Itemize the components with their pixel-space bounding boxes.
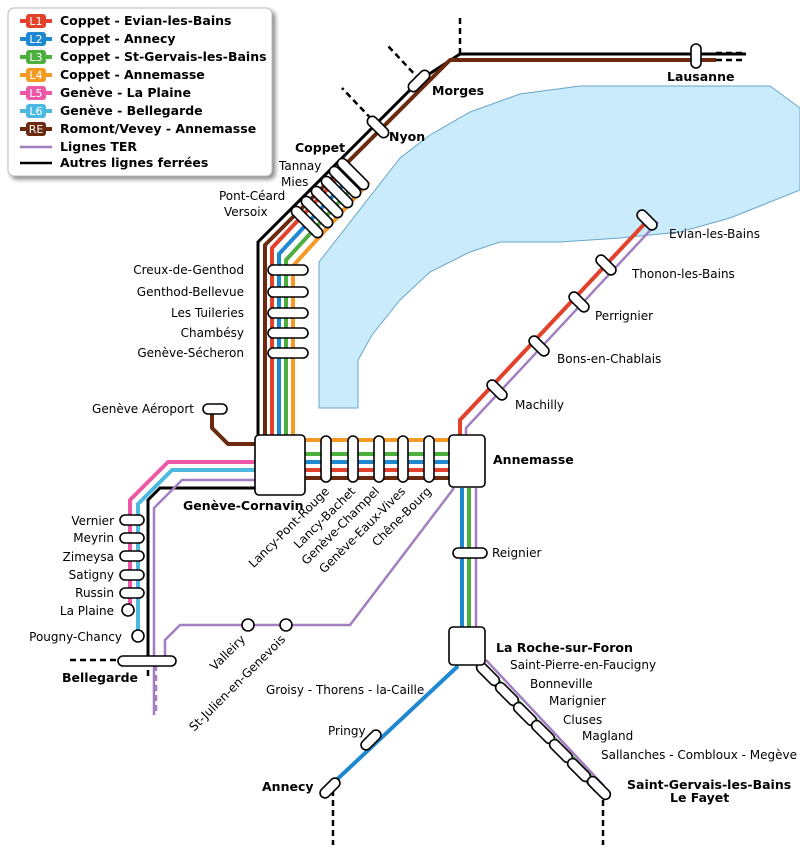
label-pougny: Pougny-Chancy	[29, 630, 122, 644]
svg-text:L1: L1	[29, 15, 42, 28]
svg-text:Coppet - Evian-les-Bains: Coppet - Evian-les-Bains	[60, 13, 231, 28]
label-chambesy: Chambésy	[181, 326, 244, 340]
legend-badge-re	[26, 122, 46, 136]
label-bonneville: Bonneville	[530, 677, 593, 691]
label-machilly: Machilly	[515, 398, 564, 412]
hub-cornavin	[254, 434, 306, 496]
label-secheron: Genève-Sécheron	[137, 346, 244, 360]
lake-geneva	[318, 85, 800, 409]
svg-text:Lignes TER: Lignes TER	[60, 139, 137, 154]
svg-text:L6: L6	[29, 105, 42, 118]
label-lausanne: Lausanne	[667, 69, 734, 84]
svg-text:Genève - La Plaine: Genève - La Plaine	[60, 85, 191, 100]
svg-text:Autres lignes ferrées: Autres lignes ferrées	[60, 155, 208, 170]
legend-box	[7, 7, 273, 177]
label-reignier: Reignier	[492, 546, 541, 560]
label-genthod: Genthod-Bellevue	[137, 285, 244, 299]
label-st-pierre: Saint-Pierre-en-Faucigny	[510, 658, 656, 672]
label-morges: Morges	[432, 83, 484, 98]
svg-text:Coppet - Annemasse: Coppet - Annemasse	[60, 67, 205, 82]
legend-badge-l6	[26, 104, 46, 118]
legend: L1 Coppet - Evian-les-Bains L2 Coppet - …	[7, 7, 273, 177]
svg-text:L4: L4	[29, 69, 42, 82]
legend-badge-l5	[26, 86, 46, 100]
svg-text:L3: L3	[29, 51, 42, 64]
label-pont-ceard: Pont-Céard	[219, 189, 285, 203]
label-zimeysa: Zimeysa	[63, 550, 114, 564]
legend-item-l3: L3 Coppet - St-Gervais-les-Bains	[20, 49, 267, 64]
legend-item-l2: L2 Coppet - Annecy	[20, 31, 176, 46]
legend-badge-l1	[26, 14, 46, 28]
label-cornavin: Genève-Cornavin	[183, 498, 304, 513]
label-bons: Bons-en-Chablais	[557, 352, 661, 366]
legend-item-l4: L4 Coppet - Annemasse	[20, 67, 205, 82]
label-annemasse: Annemasse	[493, 452, 574, 467]
label-russin: Russin	[75, 586, 114, 600]
hub-la-roche	[448, 626, 486, 666]
label-satigny: Satigny	[69, 568, 114, 582]
station-labels: Lausanne Morges Nyon Coppet Tannay Mies …	[29, 69, 797, 805]
label-st-gervais: Saint-Gervais-les-Bains	[627, 777, 791, 792]
label-vernier: Vernier	[71, 514, 114, 528]
svg-text:Romont/Vevey - Annemasse: Romont/Vevey - Annemasse	[60, 121, 256, 136]
label-le-fayet: Le Fayet	[670, 790, 729, 805]
label-tuileries: Les Tuileries	[171, 306, 244, 320]
label-creux: Creux-de-Genthod	[133, 263, 244, 277]
label-roche: La Roche-sur-Foron	[496, 640, 633, 655]
legend-item-other: Autres lignes ferrées	[20, 155, 208, 170]
label-evian: Evian-les-Bains	[669, 227, 760, 241]
legend-item-re: RE Romont/Vevey - Annemasse	[20, 121, 256, 136]
label-la-plaine: La Plaine	[60, 604, 114, 618]
legend-badge-l3	[26, 50, 46, 64]
label-versoix: Versoix	[224, 205, 268, 219]
label-magland: Magland	[582, 729, 633, 743]
hub-annemasse	[448, 434, 486, 488]
label-annecy: Annecy	[262, 779, 314, 794]
svg-text:L5: L5	[29, 87, 42, 100]
label-cluses: Cluses	[563, 713, 602, 727]
label-marignier: Marignier	[549, 694, 606, 708]
label-thonon: Thonon-les-Bains	[631, 267, 735, 281]
label-sallanches: Sallanches - Combloux - Megève	[601, 748, 797, 762]
svg-text:Genève - Bellegarde: Genève - Bellegarde	[60, 103, 203, 118]
legend-item-ter: Lignes TER	[20, 139, 137, 154]
label-mies: Mies	[281, 175, 308, 189]
legend-item-l1: L1 Coppet - Evian-les-Bains	[20, 13, 231, 28]
svg-text:L2: L2	[29, 33, 42, 46]
legend-badge-l2	[26, 32, 46, 46]
svg-text:RE: RE	[29, 123, 44, 136]
label-aeroport: Genève Aéroport	[92, 402, 194, 416]
label-coppet: Coppet	[295, 140, 345, 155]
label-nyon: Nyon	[389, 129, 425, 144]
label-tannay: Tannay	[278, 159, 321, 173]
label-groisy: Groisy - Thorens - la-Caille	[266, 683, 424, 697]
legend-item-l6: L6 Genève - Bellegarde	[20, 103, 203, 118]
station-ticks	[117, 43, 702, 801]
label-meyrin: Meyrin	[73, 531, 114, 545]
svg-text:Coppet - St-Gervais-les-Bains: Coppet - St-Gervais-les-Bains	[60, 49, 267, 64]
label-pringy: Pringy	[328, 724, 366, 738]
label-bellegarde: Bellegarde	[62, 670, 138, 685]
legend-badge-l4	[26, 68, 46, 82]
svg-text:Coppet - Annecy: Coppet - Annecy	[60, 31, 176, 46]
legend-item-l5: L5 Genève - La Plaine	[20, 85, 191, 100]
label-perrignier: Perrignier	[595, 309, 653, 323]
